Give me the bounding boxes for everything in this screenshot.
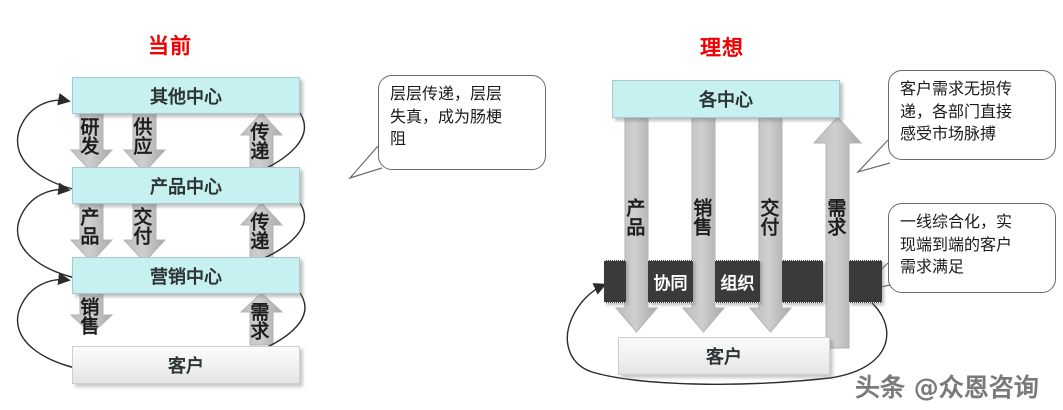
- right-band-segment-3-label: 组织: [720, 274, 755, 294]
- left-node-customer: 客户: [72, 346, 300, 384]
- right-label-sales: 销售: [690, 198, 713, 236]
- left-node-product-center-label: 产品中心: [150, 176, 222, 198]
- right-node-all-centers-label: 各中心: [699, 90, 753, 111]
- right-node-all-centers: 各中心: [612, 80, 840, 118]
- right-callout-2: 一线综合化，实 现端到端的客户 需求满足: [888, 203, 1056, 293]
- left-label-transmit-lower: 传递: [247, 212, 270, 250]
- left-label-product: 产品: [77, 207, 100, 245]
- right-label-product: 产品: [623, 198, 646, 236]
- left-label-supply: 供应: [130, 117, 153, 155]
- left-node-other-center: 其他中心: [72, 77, 300, 114]
- right-label-delivery: 交付: [757, 198, 780, 236]
- left-label-transmit-upper: 传递: [247, 122, 270, 160]
- right-band-segment-2-label: 协同: [653, 274, 688, 294]
- left-label-demand: 需求: [247, 302, 270, 340]
- right-node-customer: 客户: [618, 337, 830, 375]
- left-panel-title: 当前: [148, 34, 192, 58]
- right-callout-1: 客户需求无损传 递，各部门直接 感受市场脉搏: [888, 70, 1056, 160]
- left-node-customer-label: 客户: [168, 356, 204, 377]
- left-node-marketing-center: 营销中心: [72, 257, 300, 294]
- right-band-segment-5: [849, 260, 882, 303]
- right-band-segment-1: [604, 260, 626, 303]
- left-label-rd: 研发: [77, 117, 100, 155]
- right-node-customer-label: 客户: [706, 347, 742, 368]
- right-label-demand: 需求: [824, 198, 847, 236]
- watermark: 头条 @众恩咨询: [855, 373, 1039, 402]
- right-panel-title: 理想: [700, 36, 744, 60]
- right-band-segment-3: 组织: [715, 260, 760, 303]
- left-label-sales: 销售: [77, 297, 100, 335]
- left-callout-1: 层层传递，层层 失真，成为肠梗 阻: [378, 75, 546, 170]
- left-node-other-center-label: 其他中心: [150, 86, 222, 108]
- left-node-marketing-center-label: 营销中心: [150, 266, 222, 288]
- right-band-segment-2: 协同: [648, 260, 693, 303]
- right-band-segment-4: [782, 260, 823, 303]
- left-node-product-center: 产品中心: [72, 167, 300, 204]
- left-label-delivery: 交付: [130, 207, 153, 245]
